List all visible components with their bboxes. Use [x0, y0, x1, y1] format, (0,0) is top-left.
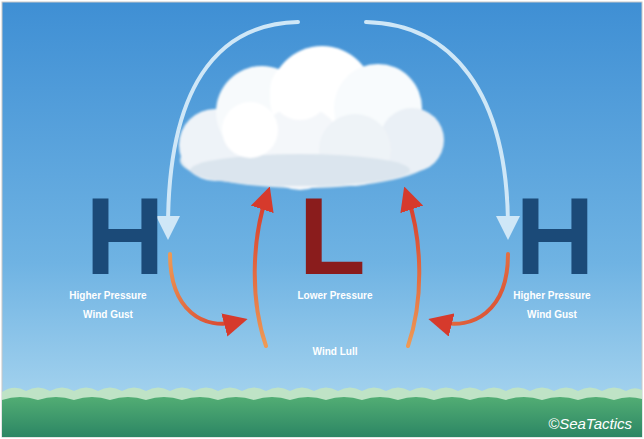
surface-wind-arrow [440, 254, 508, 324]
watermark: ©SeaTactics [548, 416, 632, 431]
pressure-letter: L [298, 181, 365, 291]
rising-air-arrow [255, 198, 266, 346]
pressure-label: Higher Pressure [513, 291, 590, 301]
grass-ground [2, 397, 642, 437]
pressure-letter: H [85, 181, 164, 291]
pressure-label: Higher Pressure [69, 291, 146, 301]
wind-label: Wind Lull [313, 347, 358, 357]
pressure-label: Lower Pressure [297, 291, 372, 301]
wind-label: Wind Gust [527, 310, 577, 320]
cloud [179, 46, 444, 190]
rising-air-arrow [408, 198, 419, 346]
wind-label: Wind Gust [83, 310, 133, 320]
grass-highlight [2, 388, 642, 438]
pressure-letter: H [515, 181, 594, 291]
sinking-air-arrow [366, 22, 508, 228]
surface-wind-arrow [170, 254, 236, 324]
